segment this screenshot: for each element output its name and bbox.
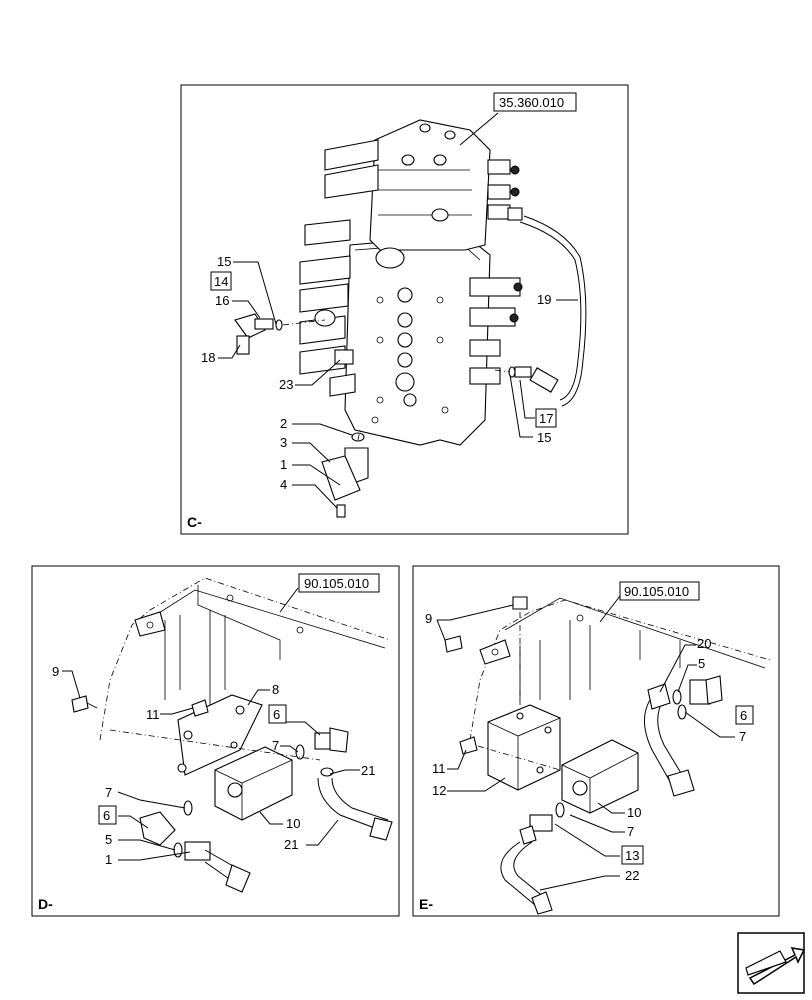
control-valve-drawing xyxy=(234,119,587,518)
callout-e-13: 13 xyxy=(625,848,639,863)
callout-e-7a: 7 xyxy=(739,729,746,744)
callout-c-14-box xyxy=(210,271,232,291)
callout-d-6a: 6 xyxy=(273,707,280,722)
callout-e-5: 5 xyxy=(698,656,705,671)
callout-c-18: 18 xyxy=(201,350,215,365)
panel-c-leaders xyxy=(218,112,578,509)
callout-c-1: 1 xyxy=(280,457,287,472)
callout-d-21b: 21 xyxy=(284,837,298,852)
callout-e-22: 22 xyxy=(625,868,639,883)
callout-e-6: 6 xyxy=(740,708,747,723)
callout-c-15a: 15 xyxy=(217,254,231,269)
panel-e-ref: 90.105.010 xyxy=(624,584,689,599)
callout-e-9: 9 xyxy=(425,611,432,626)
callout-e-11: 11 xyxy=(432,761,446,776)
callout-c-16: 16 xyxy=(215,293,229,308)
callout-c-2: 2 xyxy=(280,416,287,431)
callout-e-10: 10 xyxy=(627,805,641,820)
callout-d-9: 9 xyxy=(52,664,59,679)
panel-d-ref-box xyxy=(298,573,380,593)
panel-e-leaders xyxy=(436,595,735,891)
panel-d: 90.105.010 9 11 8 6 7 21 7 6 5 1 10 21 D… xyxy=(31,565,400,917)
panel-e-ref-box xyxy=(619,581,700,601)
panel-d-frame xyxy=(31,565,400,917)
callout-c-14: 14 xyxy=(214,274,228,289)
callout-c-19: 19 xyxy=(537,292,551,307)
callout-c-23: 23 xyxy=(279,377,293,392)
callout-c-17-box xyxy=(535,408,557,428)
panel-c: 35.360.010 15 14 16 18 23 2 3 1 4 19 17 … xyxy=(180,84,629,535)
callout-c-3: 3 xyxy=(280,435,287,450)
callout-d-5: 5 xyxy=(105,832,112,847)
panel-e-frame xyxy=(412,565,780,917)
callout-d-1: 1 xyxy=(105,852,112,867)
callout-d-6a-box xyxy=(268,704,287,724)
panel-d-leaders xyxy=(62,587,360,861)
callout-d-6b-box xyxy=(98,805,117,825)
callout-e-20: 20 xyxy=(697,636,711,651)
panel-e-section: E- xyxy=(419,896,433,912)
callout-c-15b: 15 xyxy=(537,430,551,445)
panel-c-section: C- xyxy=(187,514,202,530)
callout-d-7b: 7 xyxy=(105,785,112,800)
callout-e-13-box xyxy=(621,845,644,865)
panel-d-section: D- xyxy=(38,896,53,912)
panel-d-drawing xyxy=(71,577,393,893)
panel-c-ref: 35.360.010 xyxy=(499,95,564,110)
callout-d-21a: 21 xyxy=(361,763,375,778)
callout-d-7a: 7 xyxy=(272,738,279,753)
callout-d-8: 8 xyxy=(272,682,279,697)
callout-c-4: 4 xyxy=(280,477,287,492)
callout-e-7b: 7 xyxy=(627,824,634,839)
callout-c-17: 17 xyxy=(539,411,553,426)
callout-d-6b: 6 xyxy=(103,808,110,823)
panel-c-ref-box xyxy=(493,92,577,112)
callout-e-12: 12 xyxy=(432,783,446,798)
panel-e: 90.105.010 9 20 5 6 7 11 12 10 7 13 22 E… xyxy=(412,565,780,917)
next-page-arrow-icon[interactable] xyxy=(737,932,806,994)
callout-d-10: 10 xyxy=(286,816,300,831)
panel-c-frame xyxy=(180,84,629,535)
callout-d-11: 11 xyxy=(146,707,160,722)
panel-d-ref: 90.105.010 xyxy=(304,576,369,591)
panel-e-drawing xyxy=(444,596,771,915)
callout-e-6-box xyxy=(735,705,754,725)
